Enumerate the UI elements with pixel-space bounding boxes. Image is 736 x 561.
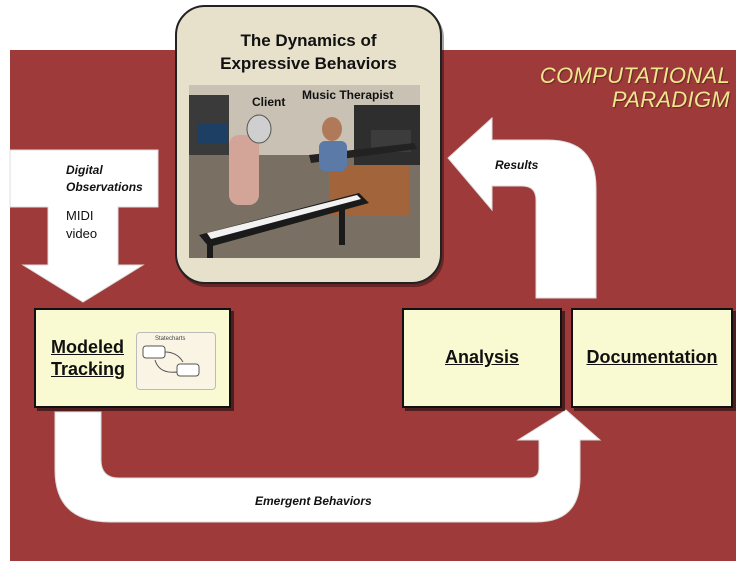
results-label: Results — [495, 158, 539, 172]
digital-observations-line1: Digital — [66, 163, 103, 177]
observation-midi: MIDI — [66, 208, 94, 223]
statecharts-thumbnail: Statecharts — [136, 332, 216, 390]
digital-observations-arrow — [9, 149, 159, 303]
results-arrow — [447, 116, 597, 299]
card-title-line2: Expressive Behaviors — [220, 54, 397, 73]
observation-video: video — [66, 226, 98, 241]
analysis-title: Analysis — [444, 347, 520, 367]
paradigm-title: COMPUTATIONAL PARADIGM — [470, 64, 730, 112]
analysis-box: Analysis — [402, 308, 562, 408]
modeled-tracking-title: Modeled Tracking — [51, 336, 125, 380]
emergent-behaviors-label: Emergent Behaviors — [255, 494, 372, 508]
statecharts-icon — [142, 345, 200, 377]
therapist-label: Music Therapist — [302, 88, 394, 102]
session-photo — [189, 85, 420, 258]
modeled-tracking-box: Modeled Tracking Statecharts — [34, 308, 231, 408]
modeled-line1: Modeled — [51, 337, 125, 357]
client-label: Client — [252, 95, 286, 109]
card-title-line1: The Dynamics of — [240, 31, 377, 50]
documentation-title: Documentation — [586, 347, 718, 367]
observation-list: MIDI video — [66, 207, 97, 243]
documentation-box: Documentation — [571, 308, 733, 408]
modeled-line2: Tracking — [51, 359, 126, 379]
statecharts-label: Statecharts — [155, 336, 186, 342]
paradigm-line2: PARADIGM — [611, 87, 730, 112]
digital-observations-line2: Observations — [66, 180, 143, 194]
session-photo-illustration — [189, 85, 420, 258]
paradigm-line1: COMPUTATIONAL — [539, 63, 730, 88]
digital-observations-heading: Digital Observations — [66, 162, 143, 196]
emergent-behaviors-arrow — [54, 409, 602, 523]
